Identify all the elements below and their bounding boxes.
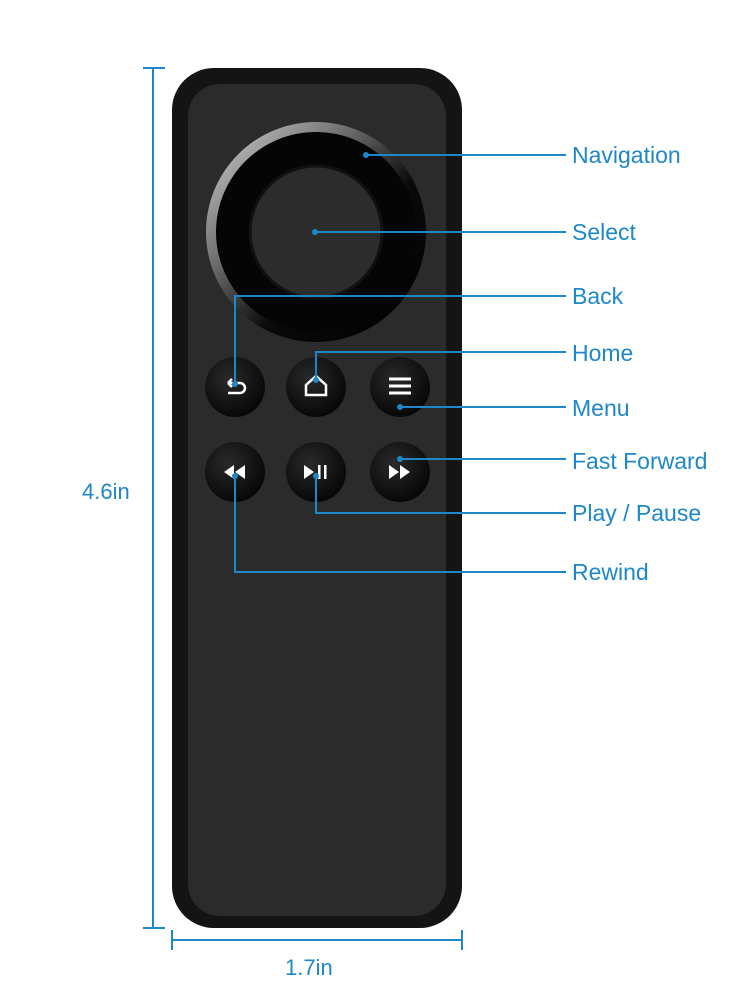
fast-forward-icon: [389, 465, 410, 479]
label-navigation: Navigation: [572, 142, 681, 168]
rewind-button[interactable]: [205, 442, 265, 502]
label-select: Select: [572, 219, 636, 245]
play-pause-button[interactable]: [286, 442, 346, 502]
label-home: Home: [572, 340, 634, 366]
play-pause-icon: [304, 465, 327, 479]
dimension-lines: [143, 67, 463, 950]
rewind-icon: [224, 465, 245, 479]
menu-button[interactable]: [370, 357, 430, 417]
label-rewind: Rewind: [572, 559, 649, 585]
home-button[interactable]: [286, 357, 346, 417]
leader-lines: [234, 154, 566, 573]
width-dimension: 1.7in: [285, 955, 333, 980]
height-dimension: 4.6in: [82, 479, 130, 504]
menu-icon: [389, 377, 411, 395]
label-play-pause: Play / Pause: [572, 500, 702, 526]
home-icon: [304, 374, 328, 397]
label-fast-forward: Fast Forward: [572, 448, 708, 474]
back-icon: [227, 378, 247, 395]
label-back: Back: [572, 283, 624, 309]
label-menu: Menu: [572, 395, 630, 421]
fast-forward-button[interactable]: [370, 442, 430, 502]
